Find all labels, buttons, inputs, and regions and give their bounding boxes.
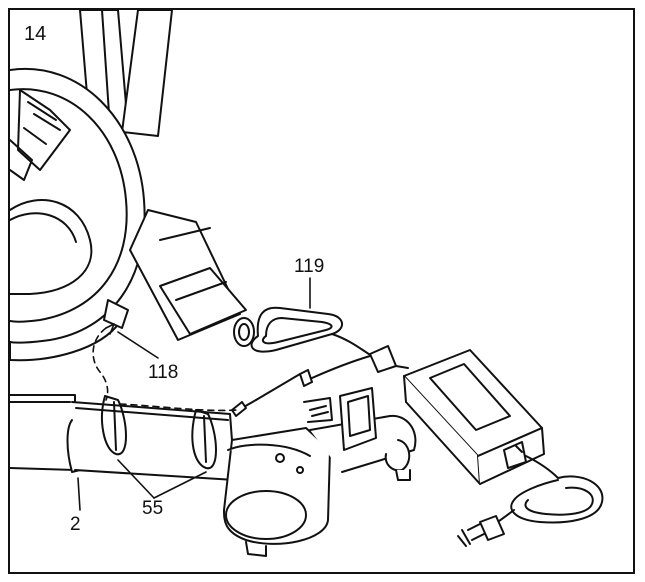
diagram-frame: 14 119 118 55 2 <box>8 8 635 574</box>
leader-lines <box>77 277 311 511</box>
callout-119: 119 <box>294 256 324 277</box>
base-frame-rail <box>10 394 236 481</box>
ac-power-cord <box>457 455 604 547</box>
cable-tie-right <box>191 409 217 470</box>
routing-dashed-lines <box>92 327 239 412</box>
step-number: 14 <box>24 23 46 45</box>
assembly-diagram: 14 119 118 55 2 <box>10 10 604 557</box>
cable-tie-left <box>101 395 127 456</box>
callout-2: 2 <box>70 514 81 535</box>
callout-118: 118 <box>148 362 178 383</box>
console-ring <box>10 67 146 362</box>
receptacle-arrow <box>105 323 115 335</box>
stabilizer-tube <box>129 209 255 347</box>
callout-55: 55 <box>142 498 163 519</box>
front-stabilizer <box>223 387 417 557</box>
adapter-cord <box>231 306 409 417</box>
power-supply-box <box>403 349 545 485</box>
